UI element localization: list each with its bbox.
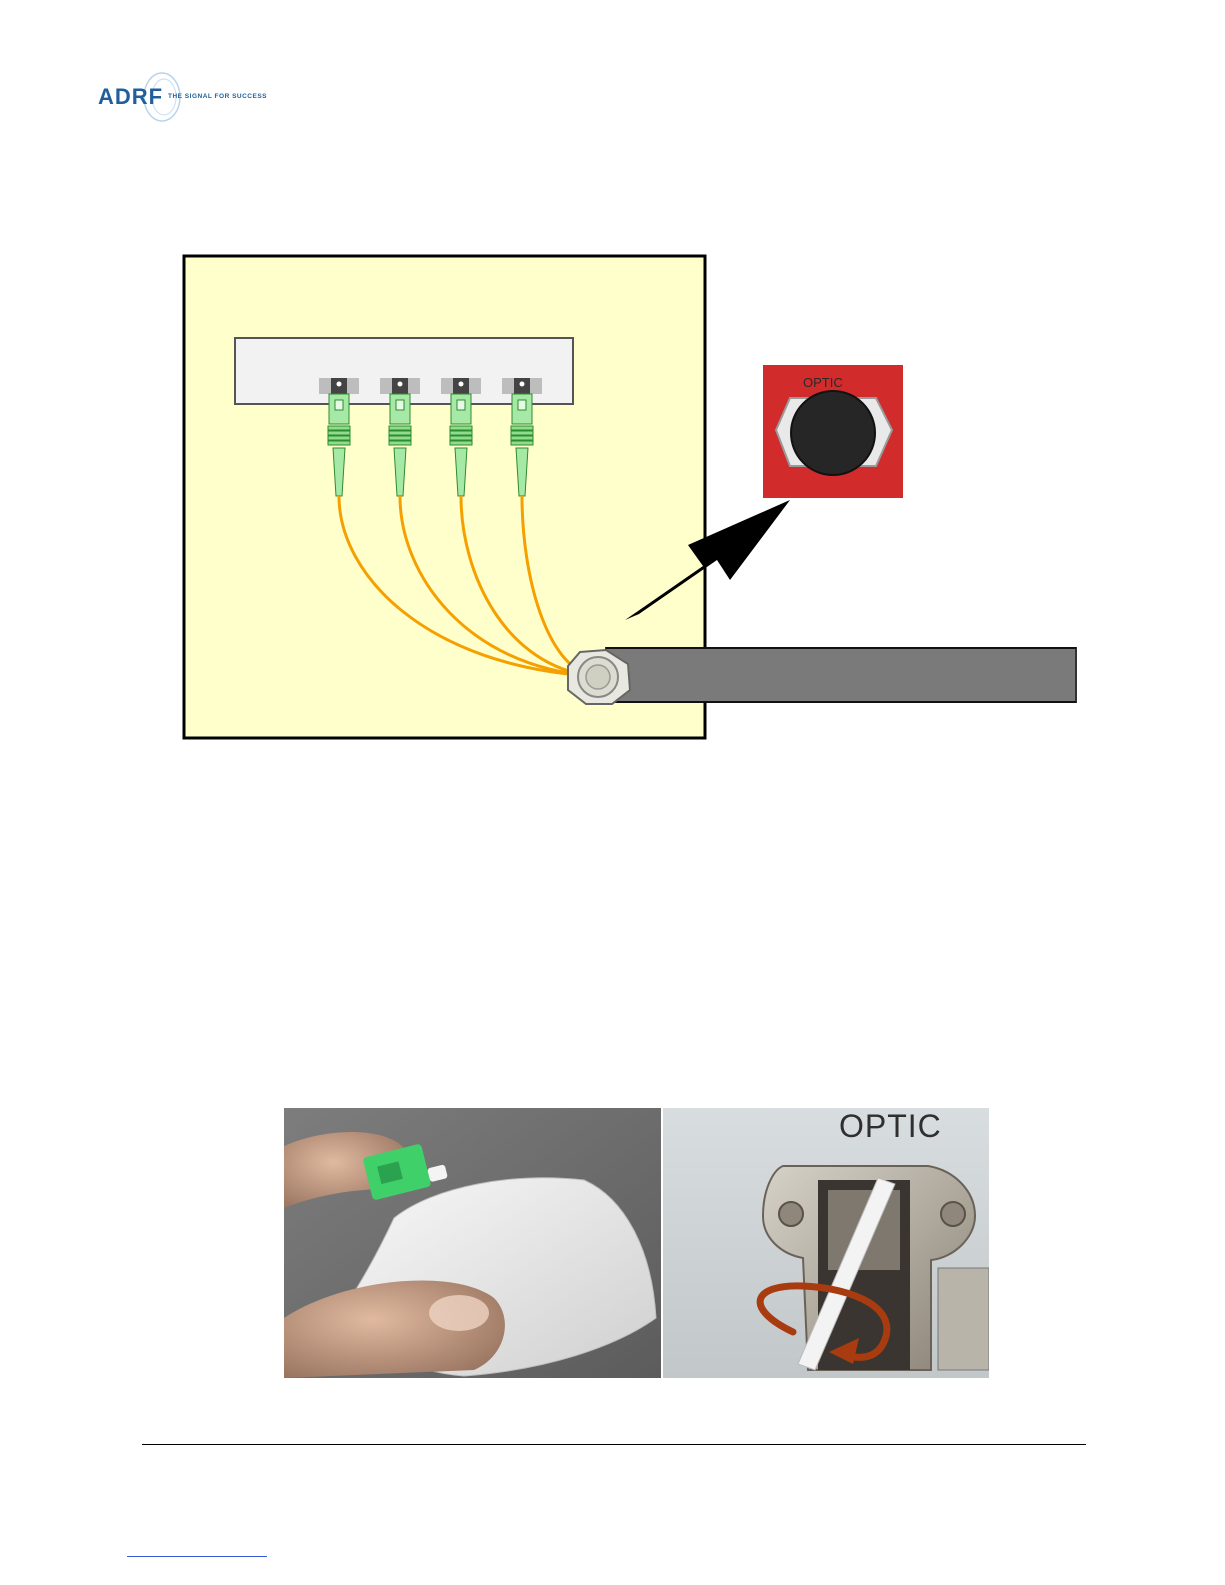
connector-cleaning-photo [284, 1108, 661, 1378]
optic-port-label: OPTIC [803, 375, 843, 390]
footer-divider [142, 1444, 1086, 1445]
footer-link-underline[interactable] [127, 1556, 267, 1557]
fiber-cable [606, 648, 1076, 702]
port-cleaning-photo: OPTIC [663, 1108, 989, 1378]
photo-optic-label: OPTIC [839, 1108, 942, 1145]
fiber-routing-diagram: OPTIC [0, 0, 1225, 760]
